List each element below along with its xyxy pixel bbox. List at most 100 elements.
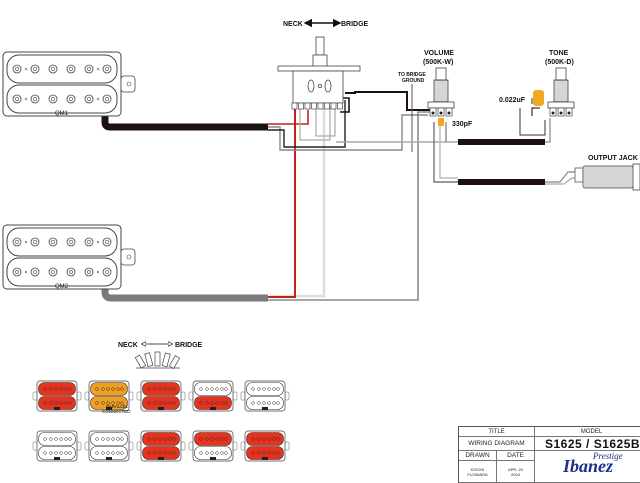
mounting-tab	[120, 75, 136, 93]
legend-row-bridge	[32, 430, 290, 462]
mounting-tab	[120, 248, 136, 266]
pole-piece	[30, 237, 40, 247]
output-jack-barrel	[582, 165, 634, 189]
switch-direction-header: NECK BRIDGE	[283, 18, 369, 28]
switch-lug	[337, 102, 343, 110]
neck-coil-top	[6, 54, 118, 84]
bridge-pickup-cable	[101, 280, 268, 302]
tone-pot-lugs	[549, 107, 573, 117]
switch-lug	[311, 102, 317, 110]
pole-piece	[12, 237, 22, 247]
solder-point	[447, 111, 451, 115]
pole-piece	[48, 267, 58, 277]
brand-logo: Prestige Ibanez	[535, 451, 640, 483]
output-jack: OUTPUT JACK	[574, 155, 640, 191]
tone-pot-value: (500K-D)	[545, 59, 574, 66]
date-line2: 2004	[511, 471, 520, 477]
legend-position-bridge-5	[240, 430, 290, 462]
legend-coil-top	[246, 382, 284, 396]
pole-piece	[102, 267, 112, 277]
volume-pot-lugs	[429, 107, 453, 117]
tone-capacitor	[533, 90, 544, 106]
pole-piece	[12, 267, 22, 277]
brand-sub-logo: Prestige	[593, 451, 623, 461]
wire-neck-black-loop	[268, 100, 346, 148]
pole-piece	[30, 64, 40, 74]
legend-position-neck-4	[188, 380, 238, 412]
legend-coil-top	[246, 432, 284, 446]
wire-volume-to-tone	[445, 122, 458, 143]
switch-lugs	[291, 102, 343, 110]
drawn-line2: FUJIWARA	[467, 471, 488, 477]
header-neck-label: NECK	[283, 21, 303, 28]
solder-point	[439, 111, 443, 115]
bridge-pickup: QM2	[2, 224, 136, 290]
model-header: MODEL	[535, 427, 640, 437]
wire-switch-jumper-2	[315, 106, 336, 137]
switch-body	[292, 70, 344, 104]
legend-position-bridge-4	[188, 430, 238, 462]
solder-point	[551, 111, 555, 115]
switch-lever	[315, 36, 325, 56]
tone-pot-shaft	[555, 67, 567, 81]
legend-position-neck-2	[84, 380, 134, 412]
solder-point	[567, 111, 571, 115]
neck-pickup-brand: QM1	[55, 111, 69, 117]
pole-piece	[12, 64, 22, 74]
pole-piece	[12, 94, 22, 104]
volume-pot-name: VOLUME	[424, 50, 454, 57]
bridge-coil-top	[6, 227, 118, 257]
wire-switch-output-black	[345, 91, 430, 111]
drawn-line1: KOICHI	[470, 466, 485, 472]
volume-pot: VOLUME (500K-W) 330pF	[423, 50, 473, 128]
legend-neck-label: NECK	[118, 342, 138, 349]
switch-lug	[324, 102, 330, 110]
pole-pieces	[12, 237, 112, 277]
pole-piece	[84, 237, 94, 247]
wires	[268, 84, 582, 301]
bridge-pickup-brand: QM2	[55, 284, 69, 290]
title-block: TITLE MODEL WIRING DIAGRAM S1625 / S1625…	[458, 426, 640, 483]
legend-coil-top	[38, 382, 76, 396]
neck-pickup: QM1	[2, 51, 136, 117]
legend-bridge-label: BRIDGE	[175, 342, 203, 349]
legend-coil-top	[90, 432, 128, 446]
neck-pickup-cable	[101, 116, 268, 131]
wire-neck-hot-red	[268, 110, 309, 125]
volume-cap-label: 330pF	[452, 121, 473, 128]
title-value: WIRING DIAGRAM	[459, 437, 535, 451]
output-jack-shielded-cable	[458, 179, 545, 185]
drawn-header: DRAWN	[459, 451, 497, 461]
pole-piece	[84, 267, 94, 277]
model-value: S1625 / S1625B	[535, 437, 640, 451]
wire-volume-to-jack-hot	[439, 122, 458, 179]
to-bridge-ground-line1: TO BRIDGE	[398, 72, 426, 78]
pole-piece	[66, 237, 76, 247]
wire-bridge-hot-red	[268, 105, 296, 298]
pole-piece	[66, 64, 76, 74]
header-bridge-label: BRIDGE	[341, 21, 369, 28]
wire-tone-cable-end	[545, 118, 551, 143]
solder-point	[559, 111, 563, 115]
five-way-switch	[277, 36, 361, 110]
pole-piece	[102, 64, 112, 74]
pole-piece	[66, 267, 76, 277]
treble-bleed-capacitor	[438, 118, 444, 126]
wire-switch-jumper-1	[299, 106, 331, 141]
pole-piece	[102, 94, 112, 104]
switch-lug	[304, 102, 311, 110]
switch-lug	[291, 102, 298, 110]
legend-coil-top	[142, 382, 180, 396]
wire-ground-bus	[336, 122, 447, 143]
date-line1: APR. 20	[508, 466, 523, 472]
switch-lug	[317, 102, 324, 110]
wire-tone-cap-ground	[519, 98, 546, 136]
lever-positions-icon	[134, 351, 181, 369]
volume-pot-bushing	[433, 79, 449, 103]
switch-legend: NECK BRIDGE PARALLEL CONNECTED	[32, 342, 290, 462]
brand-main-logo: Ibanez	[563, 456, 614, 476]
tone-pot: TONE (500K-D) 0.022uF	[499, 50, 575, 117]
switch-lug	[330, 102, 337, 110]
volume-tone-shielded-cable	[458, 139, 545, 145]
legend-coil-top	[90, 382, 128, 396]
